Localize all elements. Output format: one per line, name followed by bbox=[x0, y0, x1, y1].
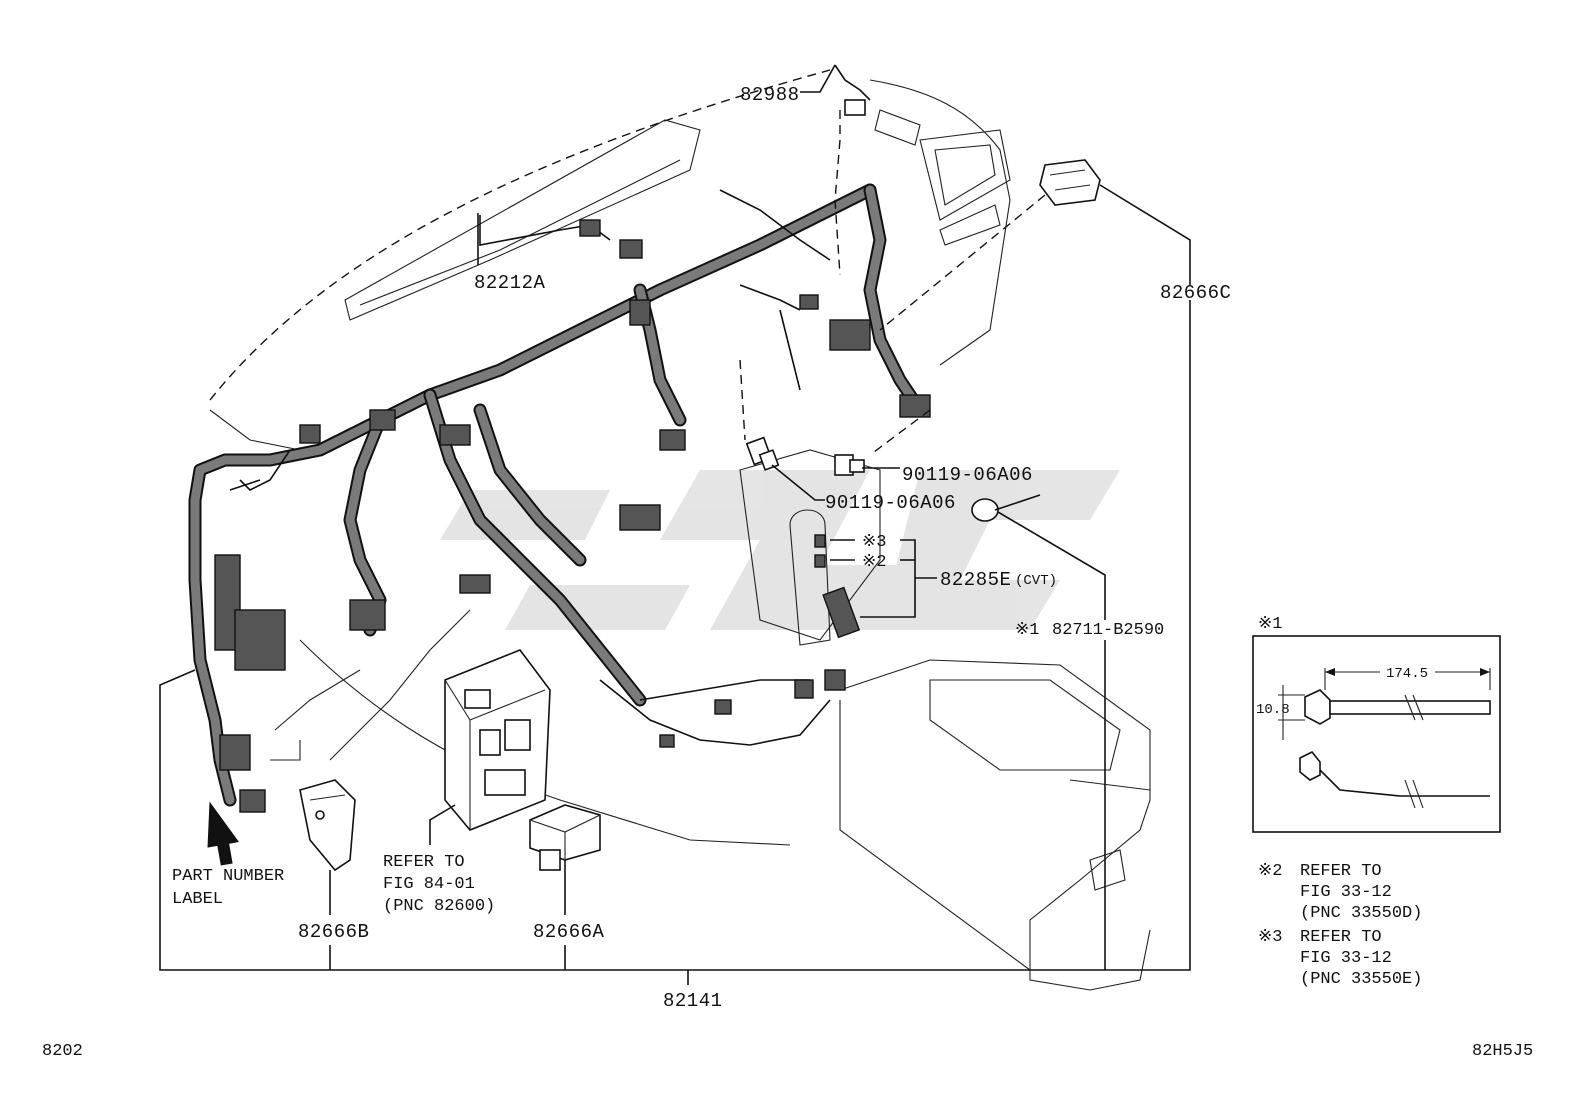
label-part-number-1: PART NUMBER bbox=[172, 867, 284, 886]
label-note1-mark: ※1 bbox=[1015, 621, 1039, 640]
label-refer-fig84-1: REFER TO bbox=[383, 853, 465, 872]
detail-diameter: 10.8 bbox=[1256, 702, 1290, 718]
label-refer-fig84-3: (PNC 82600) bbox=[383, 897, 495, 916]
label-90119-06A06-upper: 90119-06A06 bbox=[902, 464, 1033, 486]
label-82212A: 82212A bbox=[474, 272, 546, 294]
label-note3-mark: ※3 bbox=[862, 533, 886, 552]
note3-mark: ※3 bbox=[1258, 928, 1282, 947]
shift-lever-parts bbox=[814, 534, 861, 639]
label-82711-B2590: 82711-B2590 bbox=[1052, 621, 1164, 640]
brand-watermark bbox=[440, 470, 1120, 630]
dashboard-outline bbox=[209, 69, 1011, 846]
detail-mark: ※1 bbox=[1258, 615, 1282, 634]
main-harness bbox=[188, 183, 927, 807]
note2-line1: REFER TO bbox=[1300, 862, 1382, 881]
junction-block bbox=[444, 649, 551, 831]
label-82285E-cvt: (CVT) bbox=[1015, 573, 1057, 589]
label-82666C: 82666C bbox=[1160, 282, 1231, 304]
clip-82711 bbox=[971, 494, 1041, 522]
label-82666A: 82666A bbox=[533, 921, 605, 943]
bracket-82666A bbox=[529, 804, 601, 871]
footer-left-code: 8202 bbox=[42, 1042, 83, 1061]
label-90119-06A06-lower: 90119-06A06 bbox=[825, 492, 956, 514]
footer-right-code: 82H5J5 bbox=[1472, 1042, 1533, 1061]
label-82285E: 82285E bbox=[940, 569, 1011, 591]
harness-connectors bbox=[214, 219, 931, 813]
up-arrow-icon bbox=[207, 801, 240, 866]
detail-box bbox=[1252, 635, 1501, 833]
sensor-82988 bbox=[834, 64, 871, 116]
label-part-number-2: LABEL bbox=[172, 890, 223, 909]
detail-length: 174.5 bbox=[1386, 666, 1428, 682]
center-console bbox=[739, 449, 1151, 991]
note2-mark: ※2 bbox=[1258, 862, 1282, 881]
bolt-90119-a bbox=[745, 436, 780, 471]
label-82666B: 82666B bbox=[298, 921, 369, 943]
note2-line3: (PNC 33550D) bbox=[1300, 904, 1422, 923]
label-82141: 82141 bbox=[663, 990, 723, 1012]
connector-block-82666C bbox=[1039, 159, 1101, 206]
branch-wires bbox=[229, 189, 831, 746]
label-82988: 82988 bbox=[740, 84, 800, 106]
leader-lines bbox=[159, 64, 1191, 985]
bolt-90119-b bbox=[834, 454, 865, 476]
bracket-82666B bbox=[299, 779, 356, 872]
label-refer-fig84-2: FIG 84-01 bbox=[383, 875, 475, 894]
note3-line1: REFER TO bbox=[1300, 928, 1382, 947]
note3-line3: (PNC 33550E) bbox=[1300, 970, 1422, 989]
label-note2-mark: ※2 bbox=[862, 553, 886, 572]
note3-line2: FIG 33-12 bbox=[1300, 949, 1392, 968]
note2-line2: FIG 33-12 bbox=[1300, 883, 1392, 902]
